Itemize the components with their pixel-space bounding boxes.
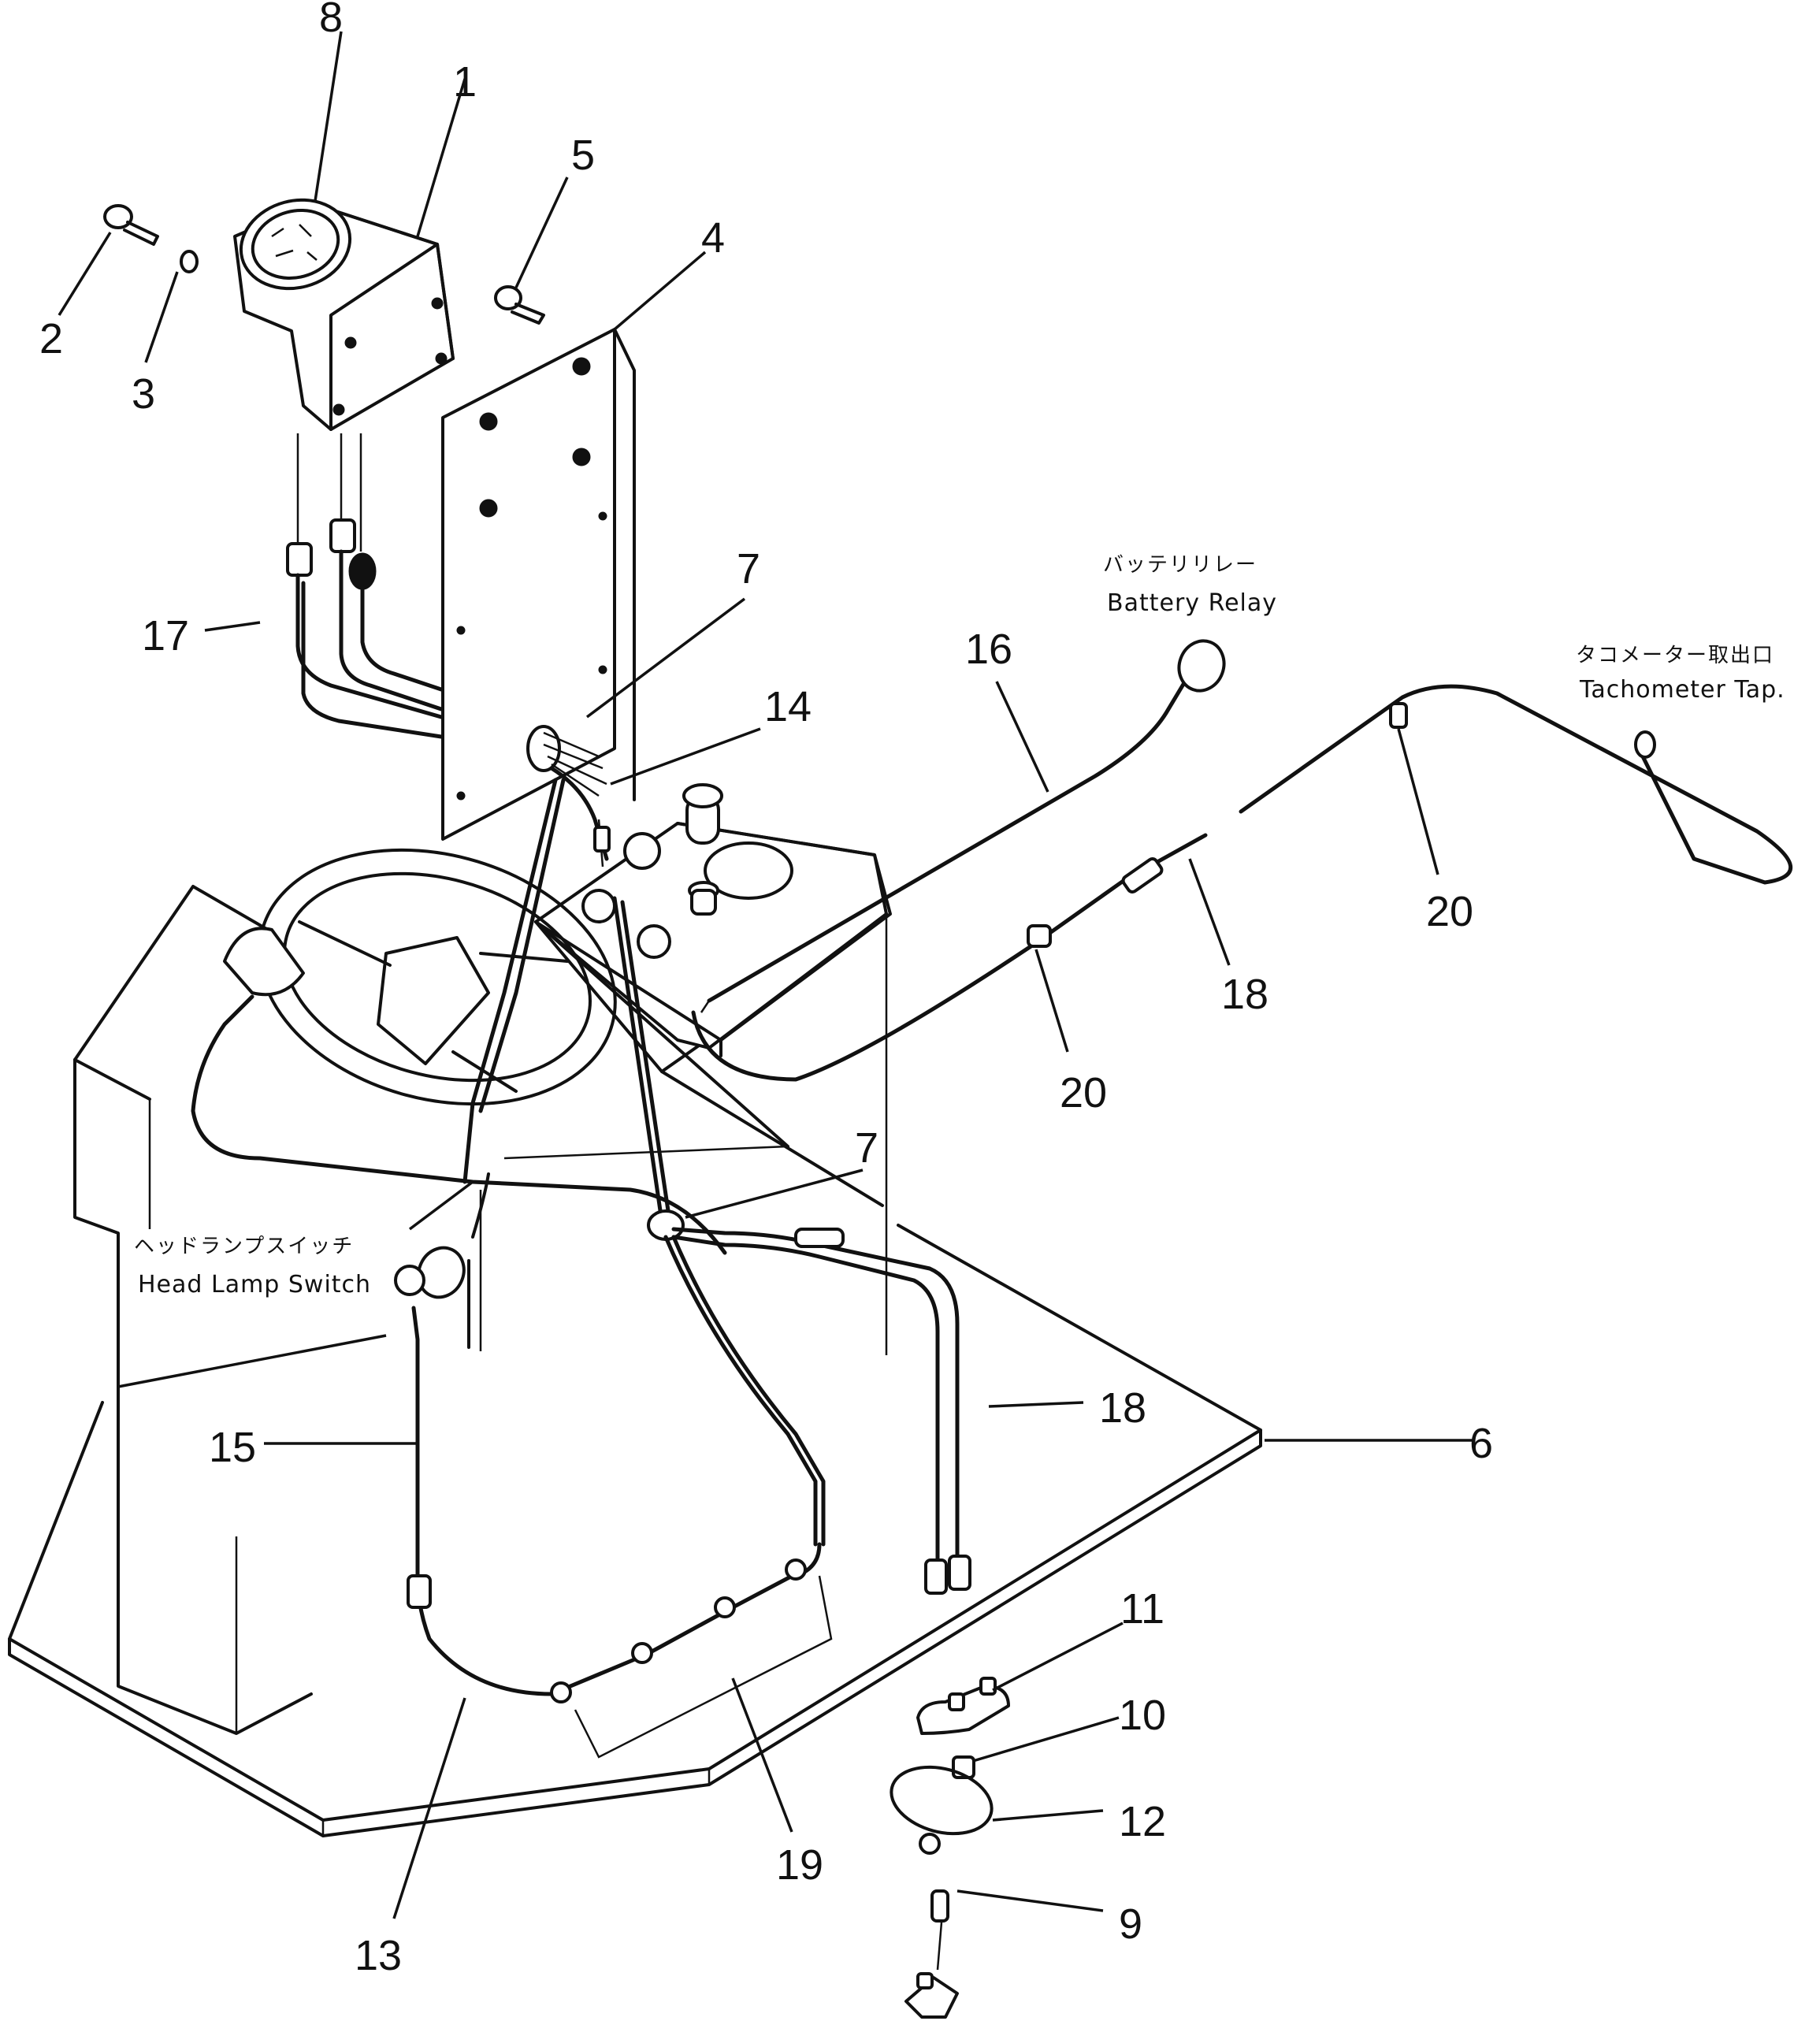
leader-lines [58, 31, 1473, 1919]
callout-5: 5 [571, 132, 595, 179]
callout-6: 6 [1469, 1420, 1493, 1467]
cap-12 [890, 1765, 994, 1855]
washer-3 [180, 250, 199, 273]
main-harness [462, 778, 826, 1578]
head-lamp-switch [394, 1172, 554, 1696]
terminal-11 [916, 1677, 1010, 1735]
steering-wheel [258, 848, 617, 1106]
dash-panel [441, 328, 636, 841]
callout-13: 13 [355, 1932, 402, 1979]
callout-17: 17 [142, 612, 189, 659]
callout-20-right: 20 [1426, 888, 1473, 935]
meter-housing [233, 198, 455, 431]
component-labels: バッテリリレー Battery Relay タコメーター取出口 Tachomet… [134, 553, 1785, 1298]
callout-18-lower: 18 [1099, 1384, 1146, 1432]
callouts: 8 1 5 4 2 3 7 14 17 16 20 18 20 7 18 6 1… [39, 0, 1493, 1979]
callout-8: 8 [319, 0, 343, 41]
callout-15: 15 [209, 1424, 256, 1471]
callout-16: 16 [965, 626, 1012, 673]
battery-relay-label-en: Battery Relay [1107, 589, 1277, 617]
cable-18-lower [671, 1227, 971, 1595]
head-lamp-label-jp: ヘッドランプスイッチ [134, 1235, 354, 1258]
horn-left [191, 927, 727, 1255]
head-lamp-label-en: Head Lamp Switch [138, 1271, 371, 1298]
cable-13 [549, 1558, 833, 1759]
callout-7-lower: 7 [855, 1124, 878, 1172]
tachometer-label-en: Tachometer Tap. [1579, 676, 1785, 704]
callout-3: 3 [132, 370, 155, 418]
seat-box [73, 885, 482, 1735]
callout-1: 1 [453, 58, 477, 106]
callout-12: 12 [1119, 1798, 1166, 1845]
screw-2 [103, 204, 159, 246]
callout-11: 11 [1120, 1585, 1164, 1633]
callout-2: 2 [39, 315, 63, 362]
callout-18-upper: 18 [1221, 971, 1268, 1018]
floor-plate [8, 1224, 1262, 1837]
callout-20-left: 20 [1060, 1069, 1107, 1116]
callout-9: 9 [1119, 1900, 1142, 1948]
control-box [534, 783, 892, 1057]
screw-5 [494, 285, 545, 325]
cable-18-tach [691, 684, 1792, 1082]
terminal-9 [904, 1889, 959, 2019]
callout-19: 19 [776, 1841, 823, 1889]
callout-10: 10 [1119, 1692, 1166, 1739]
grommet-upper [526, 725, 611, 867]
callout-7-upper: 7 [737, 545, 760, 593]
battery-relay-label-jp: バッテリリレー [1103, 553, 1257, 577]
tachometer-label-jp: タコメーター取出口 [1576, 644, 1774, 667]
callout-14: 14 [764, 683, 812, 730]
cable-16 [700, 639, 1226, 1013]
callout-4: 4 [701, 214, 725, 262]
meter-wiring [286, 433, 444, 739]
